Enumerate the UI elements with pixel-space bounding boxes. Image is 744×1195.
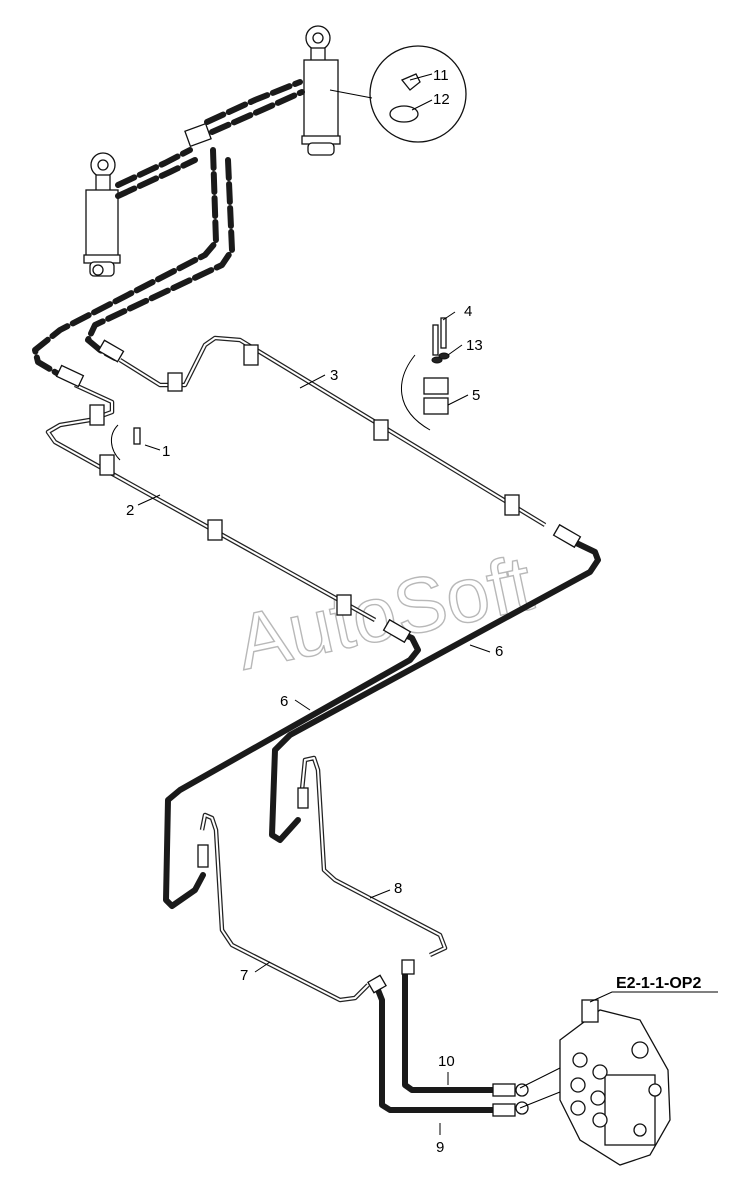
callout-4: 4 bbox=[464, 303, 472, 320]
bolt-1 bbox=[111, 424, 141, 461]
callout-13: 13 bbox=[466, 337, 483, 354]
callout-3: 3 bbox=[330, 367, 338, 384]
watermark: AutoSoft bbox=[229, 538, 540, 686]
fittings bbox=[55, 339, 582, 1117]
callout-5: 5 bbox=[472, 387, 480, 404]
callout-9: 9 bbox=[436, 1139, 444, 1156]
callout-6a: 6 bbox=[495, 643, 503, 660]
callout-8: 8 bbox=[394, 880, 402, 897]
tee-fitting bbox=[184, 122, 212, 148]
left-cylinder bbox=[83, 152, 121, 277]
callout-1: 1 bbox=[162, 443, 170, 460]
upper-dashed-hoses bbox=[32, 79, 305, 378]
callout-leaders bbox=[137, 73, 718, 1135]
rigid-pipes bbox=[45, 335, 547, 1003]
callout-6b: 6 bbox=[280, 693, 288, 710]
callout-labels: 1 2 3 4 5 6 6 7 8 9 10 11 12 13 bbox=[126, 67, 503, 1156]
callout-10: 10 bbox=[438, 1053, 455, 1070]
detail-clamp-4-5-13 bbox=[401, 317, 450, 431]
callout-7: 7 bbox=[240, 967, 248, 984]
solid-hoses bbox=[163, 537, 601, 1113]
callout-11: 11 bbox=[433, 67, 449, 84]
control-valve-block bbox=[519, 999, 671, 1166]
reference-label: E2-1-1-OP2 bbox=[616, 975, 701, 992]
pipe-clamps bbox=[89, 344, 520, 616]
callout-12: 12 bbox=[433, 91, 450, 108]
detail-inset-11-12 bbox=[329, 45, 467, 143]
right-cylinder bbox=[301, 25, 341, 156]
callout-2: 2 bbox=[126, 502, 134, 519]
